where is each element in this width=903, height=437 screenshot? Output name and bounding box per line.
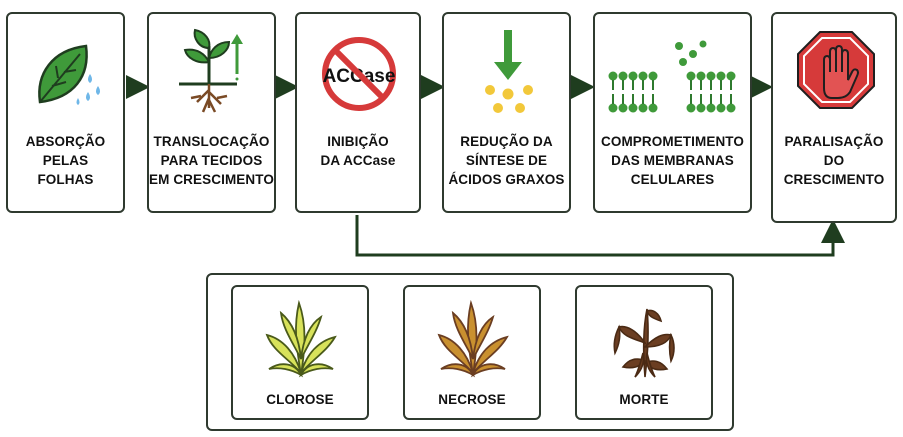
symptom-necrosis: NECROSE [403,285,541,420]
step-5-line-3: CELULARES [630,172,715,187]
step-1-line-3: FOLHAS [37,172,94,187]
step-4-line-3: ÁCIDOS GRAXOS [448,172,565,187]
membrane-bilayer-icon [607,40,743,116]
step-6-line-2: DO [823,153,845,168]
stop-hand-icon [796,30,876,110]
step-inhibition: ACCase INIBIÇÃO DA ACCase [295,12,421,213]
step-1-line-2: PELAS [42,153,89,168]
step-4-line-2: SÍNTESE DE [465,153,548,168]
seedling-roots-icon [179,28,251,114]
step-2-line-2: PARA TECIDOS [160,153,263,168]
dead-plant-icon [605,297,685,381]
step-6-line-3: CRESCIMENTO [783,172,885,187]
step-4-line-1: REDUÇÃO DA [460,134,553,149]
step-2-line-1: TRANSLOCAÇÃO [153,134,270,149]
symptom-chlorosis: CLOROSE [231,285,369,420]
symptom-2-label: NECROSE [438,392,506,407]
brown-plant-icon [435,299,511,379]
step-5-line-1: COMPROMETIMENTO [601,134,744,149]
step-2-line-3: EM CRESCIMENTO [149,172,274,187]
step-3-line-1: INIBIÇÃO [327,134,389,149]
step-6-line-1: PARALISAÇÃO [784,134,884,149]
step-1-line-1: ABSORÇÃO [25,134,106,149]
symptom-1-label: CLOROSE [266,392,334,407]
step-fatty-acid-reduction: REDUÇÃO DA SÍNTESE DE ÁCIDOS GRAXOS [442,12,571,213]
step-3-line-2: DA ACCase [320,153,396,168]
down-arrow-dots-icon [474,28,544,116]
symptom-3-label: MORTE [619,392,669,407]
leaf-with-drops-icon [30,40,110,110]
step-membrane-damage: COMPROMETIMENTO DAS MEMBRANAS CELULARES [593,12,752,213]
bypass-arrow [355,215,845,257]
step-absorption: ABSORÇÃO PELAS FOLHAS [6,12,125,213]
symptom-death: MORTE [575,285,713,420]
prohibited-accase-icon: ACCase [319,34,399,114]
yellow-plant-icon [263,299,339,379]
step-5-line-2: DAS MEMBRANAS [611,153,734,168]
step-translocation: TRANSLOCAÇÃO PARA TECIDOS EM CRESCIMENTO [147,12,276,213]
step-growth-paralysis: PARALISAÇÃO DO CRESCIMENTO [771,12,897,223]
